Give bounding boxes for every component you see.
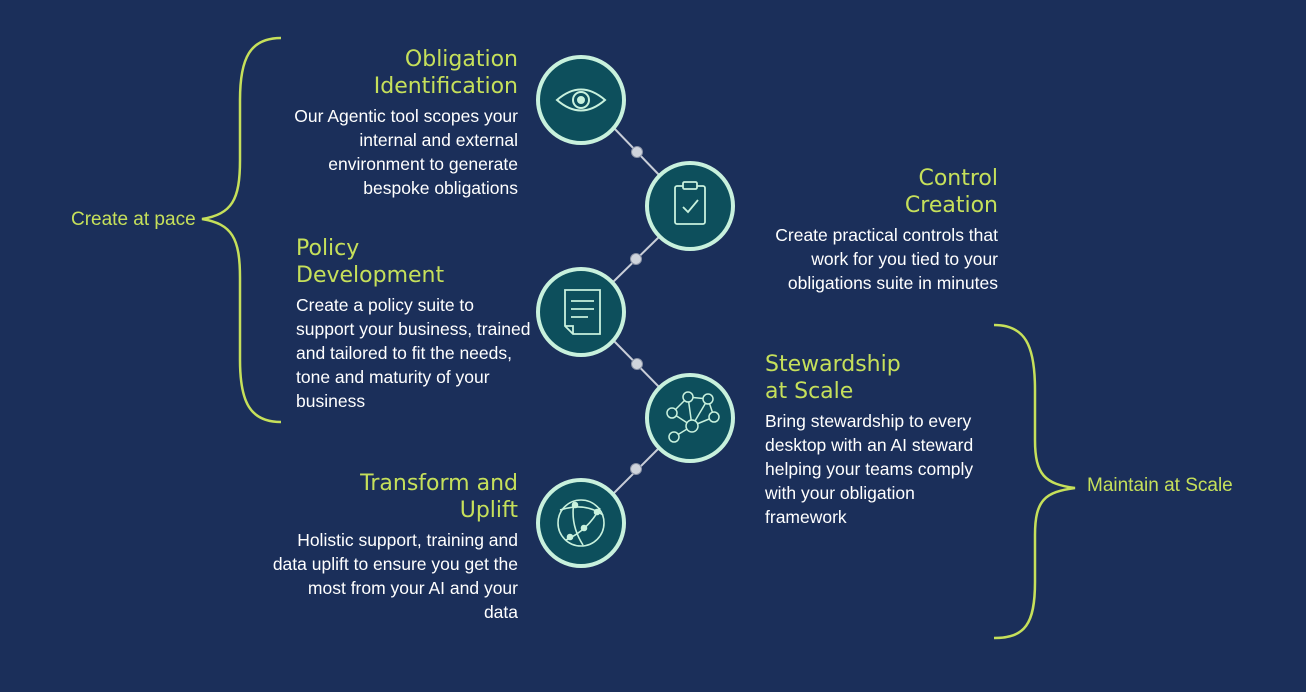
step-title: Policy Development (296, 236, 445, 288)
clipboard-check-icon (674, 181, 706, 225)
connector-dot (631, 358, 643, 370)
step-stewardship-at-scale: Stewardship at Scale Bring stewardship t… (765, 351, 993, 529)
step-node-5 (536, 478, 626, 568)
brace-create-at-pace (201, 36, 282, 424)
document-icon (564, 289, 601, 335)
step-title: Obligation Identification (373, 47, 518, 99)
globe-network-icon (557, 499, 605, 547)
step-title: Control Creation (904, 166, 998, 218)
network-people-icon (666, 391, 720, 443)
connector-3-4 (612, 339, 663, 391)
step-control-creation: Control Creation Create practical contro… (752, 165, 998, 295)
brace-maintain-at-scale (993, 323, 1076, 640)
connector-dot (631, 146, 643, 158)
connector-2-3 (611, 234, 662, 284)
step-description: Our Agentic tool scopes your internal an… (294, 106, 518, 198)
step-title: Stewardship at Scale (765, 352, 901, 404)
step-node-4 (645, 373, 735, 463)
connector-dot (630, 253, 642, 265)
step-node-2 (645, 161, 735, 251)
step-description: Bring stewardship to every desktop with … (765, 411, 974, 527)
step-description: Holistic support, training and data upli… (272, 530, 518, 622)
connector-4-5 (611, 445, 662, 496)
step-node-1 (536, 55, 626, 145)
step-policy-development: Policy Development Create a policy suite… (296, 235, 536, 413)
group-label-create-at-pace: Create at pace (71, 209, 196, 230)
group-label-maintain-at-scale: Maintain at Scale (1087, 475, 1233, 496)
step-description: Create a policy suite to support your bu… (296, 295, 531, 411)
step-obligation-identification: Obligation Identification Our Agentic to… (270, 46, 518, 200)
connector-dot (630, 463, 642, 475)
step-node-3 (536, 267, 626, 357)
step-title: Transform and Uplift (360, 471, 518, 523)
eye-icon (555, 88, 607, 112)
step-transform-and-uplift: Transform and Uplift Holistic support, t… (272, 470, 518, 624)
connector-1-2 (612, 126, 663, 179)
step-description: Create practical controls that work for … (775, 225, 998, 293)
